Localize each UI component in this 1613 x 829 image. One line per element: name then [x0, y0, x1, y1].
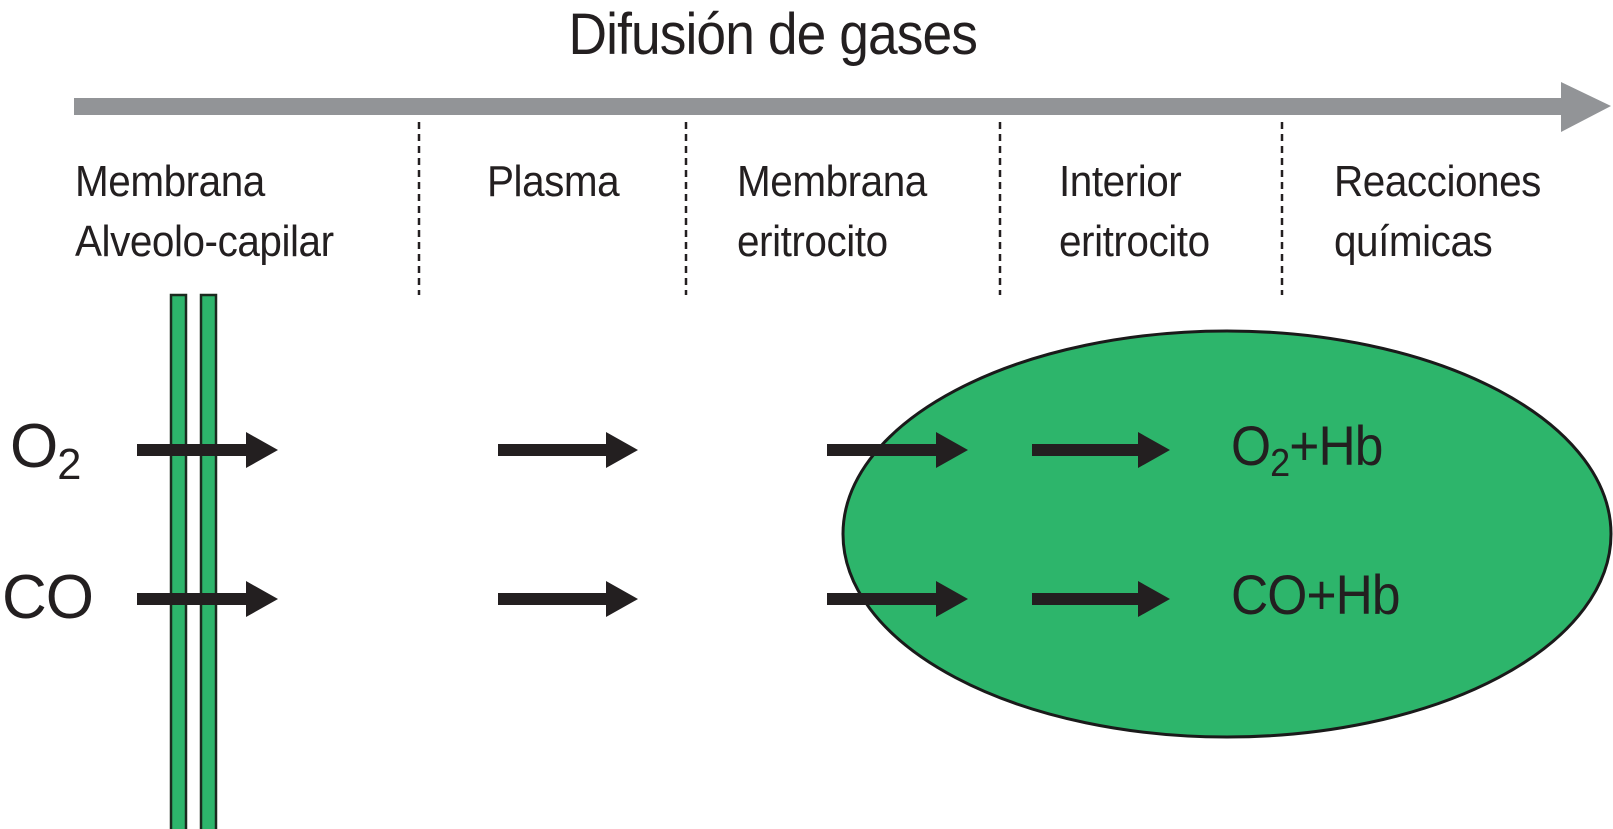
arrow-erythrocyte-membrane-co: [827, 581, 968, 617]
stage-label-line: Alveolo-capilar: [75, 217, 334, 266]
diagram-title: Difusión de gases: [568, 2, 978, 67]
gas-formula: CO: [2, 563, 94, 632]
arrow-shaft: [137, 593, 248, 605]
timeline-arrow-head: [1561, 82, 1611, 132]
gas-subscript: 2: [57, 441, 81, 490]
arrow-head: [936, 581, 968, 617]
arrow-head: [246, 432, 278, 468]
arrow-erythrocyte-membrane-o2: [827, 432, 968, 468]
erythrocyte-ellipse: [841, 329, 1613, 739]
gas-formula: O: [10, 412, 58, 481]
arrow-plasma-co: [498, 581, 638, 617]
arrow-shaft: [827, 444, 938, 456]
stage-label-chemical-reactions: Reacciones químicas: [1334, 152, 1541, 272]
alveolar-capillary-membrane: [169, 293, 218, 829]
stage-label-line: eritrocito: [1059, 217, 1210, 266]
arrow-head: [1138, 432, 1170, 468]
arrow-membrane-o2: [137, 432, 278, 468]
stage-label-line: eritrocito: [737, 217, 888, 266]
product-formula-suffix: +Hb: [1306, 563, 1400, 626]
arrow-shaft: [827, 593, 938, 605]
stage-label-membrane-alveolo-capillary: Membrana Alveolo-capilar: [75, 152, 334, 272]
stage-label-line: químicas: [1334, 217, 1493, 266]
arrow-shaft: [498, 593, 608, 605]
membrane-layer: [169, 293, 188, 829]
stage-label-interior-erythrocyte: Interior eritrocito: [1059, 152, 1210, 272]
arrow-plasma-o2: [498, 432, 638, 468]
arrow-head: [936, 432, 968, 468]
arrow-erythrocyte-interior-o2: [1032, 432, 1170, 468]
arrow-shaft: [1032, 593, 1140, 605]
arrow-shaft: [137, 444, 248, 456]
stage-label-line: Membrana: [737, 157, 927, 206]
timeline-arrow-shaft: [74, 98, 1564, 115]
flow-arrows: [137, 432, 1170, 617]
stage-dividers: [417, 122, 1284, 295]
arrow-membrane-co: [137, 581, 278, 617]
stage-label-line: Reacciones: [1334, 157, 1541, 206]
arrow-shaft: [498, 444, 608, 456]
product-o2-hb: O2+Hb: [1231, 414, 1383, 483]
product-co-hb: CO+Hb: [1231, 563, 1401, 627]
product-formula: O: [1231, 414, 1271, 477]
arrow-shaft: [1032, 444, 1140, 456]
product-formula-suffix: +Hb: [1289, 414, 1383, 477]
stage-label-line: Membrana: [75, 157, 265, 206]
gas-label-co: CO: [2, 563, 94, 633]
stage-label-line: Plasma: [487, 157, 620, 206]
stage-label-membrane-erythrocyte: Membrana eritrocito: [737, 152, 927, 272]
product-formula: CO: [1231, 563, 1307, 626]
membrane-layer: [199, 293, 218, 829]
arrow-head: [606, 432, 638, 468]
stage-label-plasma: Plasma: [487, 152, 620, 212]
arrow-head: [246, 581, 278, 617]
timeline-arrow: [74, 82, 1611, 132]
product-subscript: 2: [1270, 441, 1290, 485]
arrow-head: [606, 581, 638, 617]
stage-label-line: Interior: [1059, 157, 1182, 206]
arrow-erythrocyte-interior-co: [1032, 581, 1170, 617]
gas-label-o2: O2: [10, 412, 81, 487]
arrow-head: [1138, 581, 1170, 617]
